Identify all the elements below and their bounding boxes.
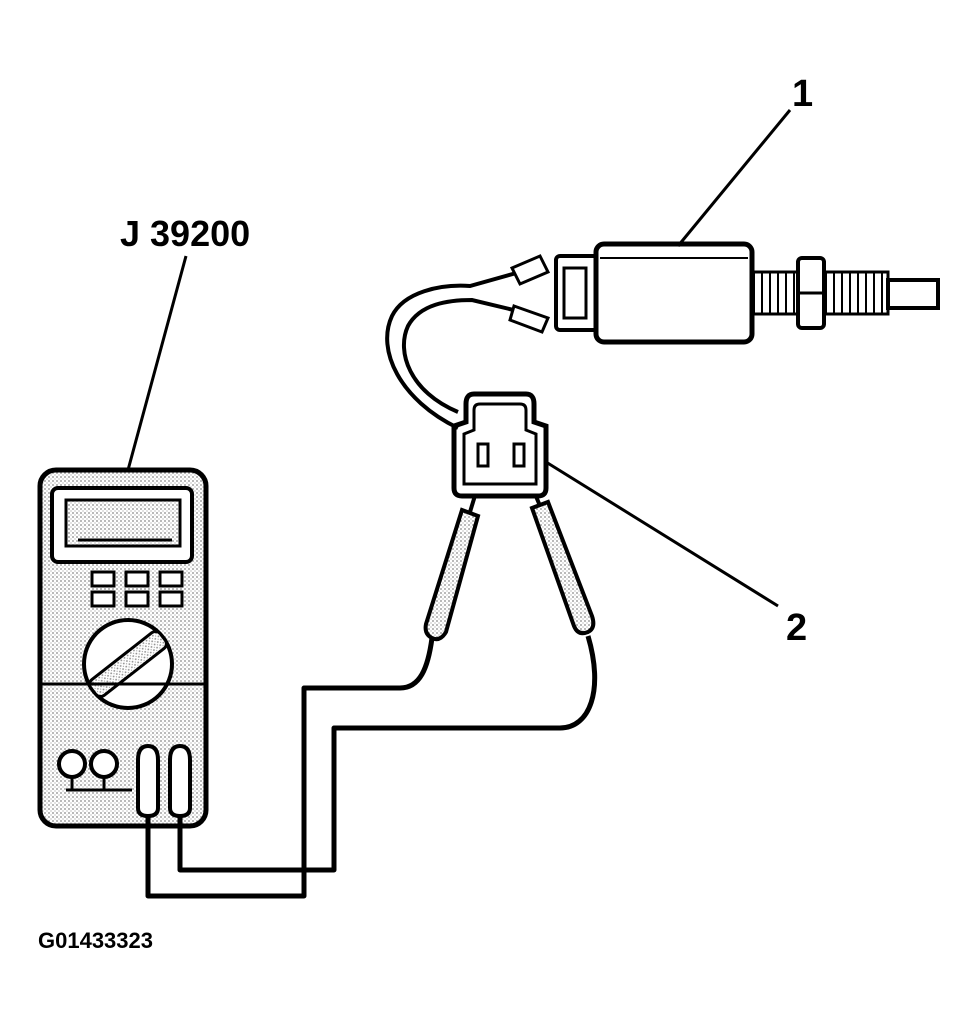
callout-1-label: 1	[792, 73, 813, 115]
switch-pigtail-wire	[385, 270, 523, 430]
test-lead-wires	[145, 635, 598, 899]
test-lead-plugs	[136, 743, 192, 819]
leader-line-1	[676, 109, 792, 247]
stop-lamp-switch	[508, 241, 940, 345]
harness-connector	[451, 391, 549, 499]
leader-line-tool	[126, 255, 188, 471]
callout-2-label: 2	[786, 607, 807, 649]
multimeter-buttons	[90, 570, 184, 608]
multimeter-display	[50, 486, 194, 564]
input-jacks	[57, 749, 132, 792]
rotary-selector-knob	[82, 618, 174, 710]
figure-id-label: G01433323	[38, 928, 153, 953]
leader-line-2	[545, 460, 779, 608]
tool-name-label: J 39200	[120, 213, 250, 254]
multimeter	[37, 467, 209, 829]
